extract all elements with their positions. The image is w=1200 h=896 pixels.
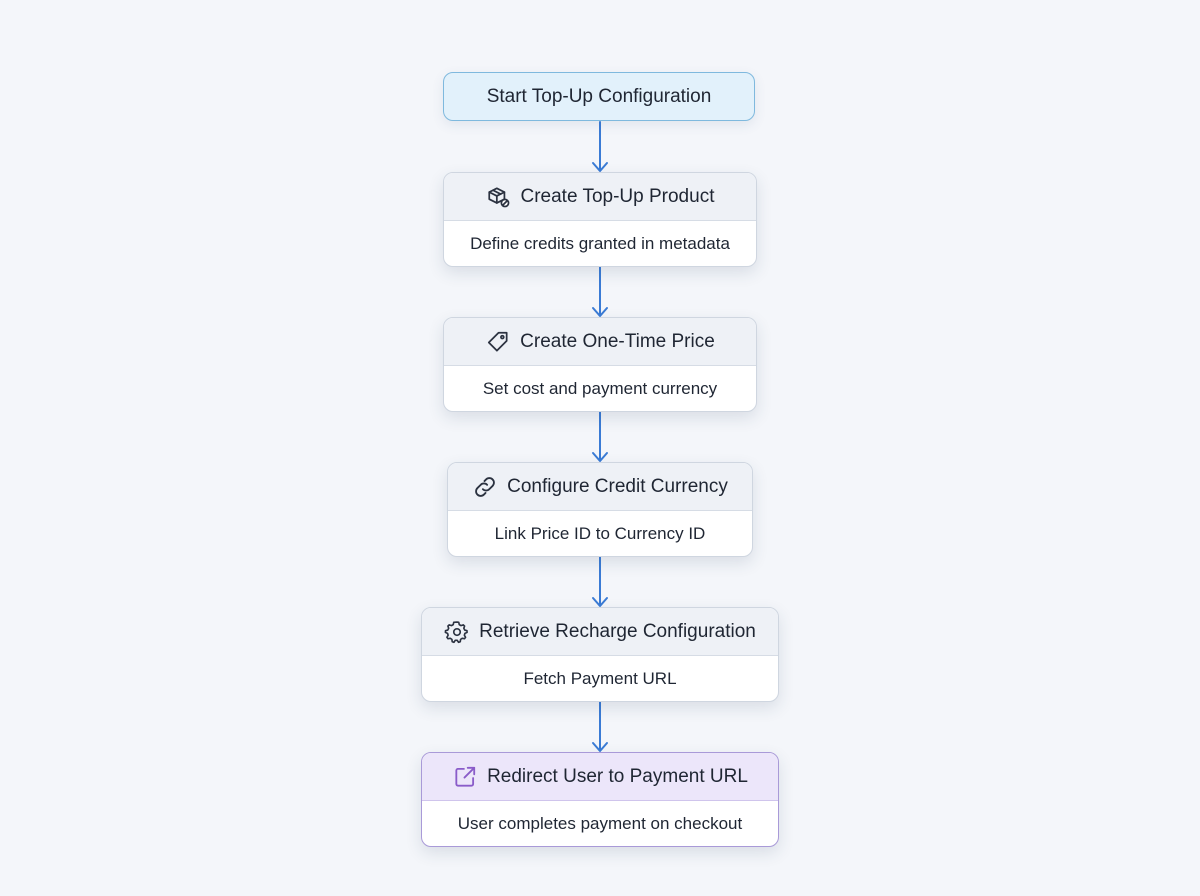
arrow-step-3-to-step-4: [592, 556, 608, 607]
step-create-top-up-product: Create Top-Up Product Define credits gra…: [443, 172, 757, 267]
tag-icon: [485, 329, 511, 355]
start-node: Start Top-Up Configuration: [443, 72, 755, 121]
step-retrieve-recharge-configuration: Retrieve Recharge Configuration Fetch Pa…: [421, 607, 779, 702]
step-title: Redirect User to Payment URL: [487, 765, 748, 787]
external-link-icon: [452, 764, 478, 790]
step-header: Redirect User to Payment URL: [422, 753, 778, 801]
arrow-step-4-to-step-5: [592, 701, 608, 752]
step-header: Create One-Time Price: [444, 318, 756, 366]
gear-icon: [444, 619, 470, 645]
step-description: User completes payment on checkout: [457, 814, 743, 833]
step-title: Create Top-Up Product: [520, 185, 715, 207]
step-description: Set cost and payment currency: [482, 379, 718, 398]
step-title: Configure Credit Currency: [507, 475, 728, 497]
step-header: Retrieve Recharge Configuration: [422, 608, 778, 656]
arrow-step-1-to-step-2: [592, 266, 608, 317]
link-icon: [472, 474, 498, 500]
step-description: Define credits granted in metadata: [470, 234, 730, 253]
step-description: Link Price ID to Currency ID: [494, 524, 706, 543]
step-header: Configure Credit Currency: [448, 463, 752, 511]
step-title: Retrieve Recharge Configuration: [479, 620, 756, 642]
step-title: Create One-Time Price: [520, 330, 715, 352]
arrow-step-2-to-step-3: [592, 411, 608, 462]
arrow-start-to-step-1: [592, 121, 608, 172]
step-description: Fetch Payment URL: [523, 669, 677, 688]
step-create-one-time-price: Create One-Time Price Set cost and payme…: [443, 317, 757, 412]
step-configure-credit-currency: Configure Credit Currency Link Price ID …: [447, 462, 753, 557]
package-icon: [486, 184, 512, 210]
step-header: Create Top-Up Product: [444, 173, 756, 221]
start-node-label: Start Top-Up Configuration: [486, 85, 712, 107]
step-redirect-user-to-payment-url: Redirect User to Payment URL User comple…: [421, 752, 779, 847]
